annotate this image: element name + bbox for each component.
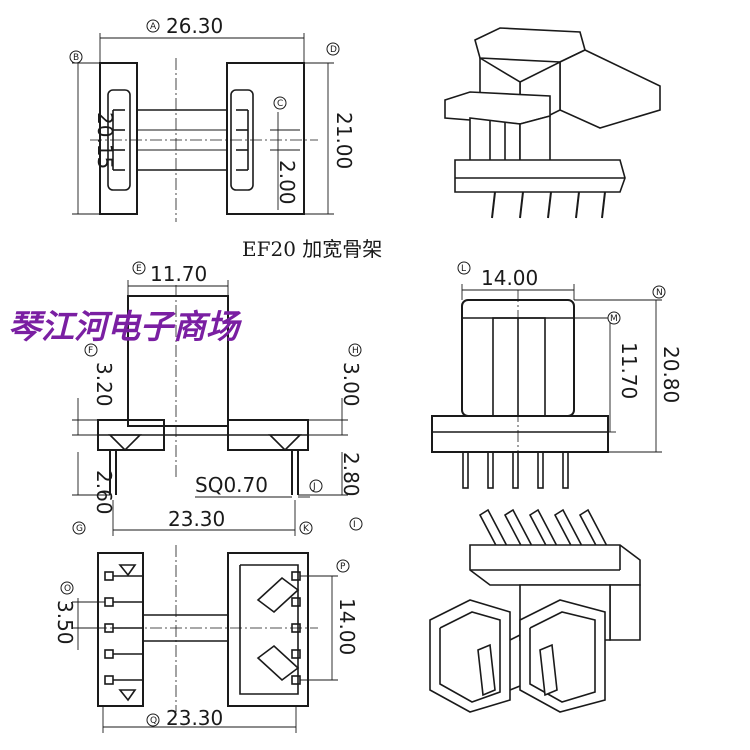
isometric-pins xyxy=(491,191,606,219)
dim-h-value: 3.00 xyxy=(339,362,363,407)
tag-h: H xyxy=(352,346,359,356)
view-bottom: O 3.50 P 14.00 Q 23.30 xyxy=(53,545,359,733)
view-isometric-bottom xyxy=(429,508,641,713)
tag-d: D xyxy=(330,45,337,55)
view-side: L 14.00 M 11.70 N 20.80 xyxy=(431,261,683,489)
tag-p: P xyxy=(340,562,346,572)
tag-c: C xyxy=(277,99,283,109)
view-top-left: A 26.30 B 20.15 D 21.00 C 2.00 xyxy=(69,14,356,222)
dim-e-value: 11.70 xyxy=(150,262,207,286)
tag-q: Q xyxy=(150,716,157,726)
tag-a: A xyxy=(150,22,157,32)
side-pins xyxy=(462,451,569,489)
dim-i-value: 2.80 xyxy=(339,452,363,497)
tag-l: L xyxy=(461,264,466,274)
dim-b-value: 20.15 xyxy=(93,112,117,169)
tag-n: N xyxy=(656,288,663,298)
dim-o-value: 3.50 xyxy=(53,600,77,645)
dim-c-value: 2.00 xyxy=(275,160,299,205)
dim-f-value: 3.20 xyxy=(92,362,116,407)
isometric-bottom-pins xyxy=(478,508,610,555)
tag-k: K xyxy=(303,524,310,534)
dim-a-value: 26.30 xyxy=(166,14,223,38)
bottom-left-slots xyxy=(104,564,143,702)
tag-m: M xyxy=(610,314,618,324)
tag-f: F xyxy=(88,346,93,356)
dim-g-value: 2.60 xyxy=(92,470,116,515)
dim-n-value: 20.80 xyxy=(659,346,683,403)
view-front: E 11.70 F 3.20 G 2.60 H 3.00 I 2.80 J SQ… xyxy=(72,261,363,536)
drawing-title: EF20 加宽骨架 xyxy=(242,237,382,261)
dim-d-value: 21.00 xyxy=(332,112,356,169)
dim-l-value: 14.00 xyxy=(481,266,538,290)
tag-b: B xyxy=(73,53,79,63)
view-isometric-top xyxy=(444,27,661,219)
dim-q-value: 23.30 xyxy=(166,706,223,730)
tag-i: I xyxy=(353,520,356,530)
tag-j: J xyxy=(312,482,316,492)
dim-j-value: SQ0.70 xyxy=(195,473,268,497)
dim-k-value: 23.30 xyxy=(168,507,225,531)
tag-e: E xyxy=(136,264,142,274)
tag-o: O xyxy=(64,584,71,594)
watermark-text: 琴江河电子商场 xyxy=(8,307,242,346)
dim-m-value: 11.70 xyxy=(617,342,641,399)
dim-p-value: 14.00 xyxy=(335,598,359,655)
tag-g: G xyxy=(76,524,83,534)
